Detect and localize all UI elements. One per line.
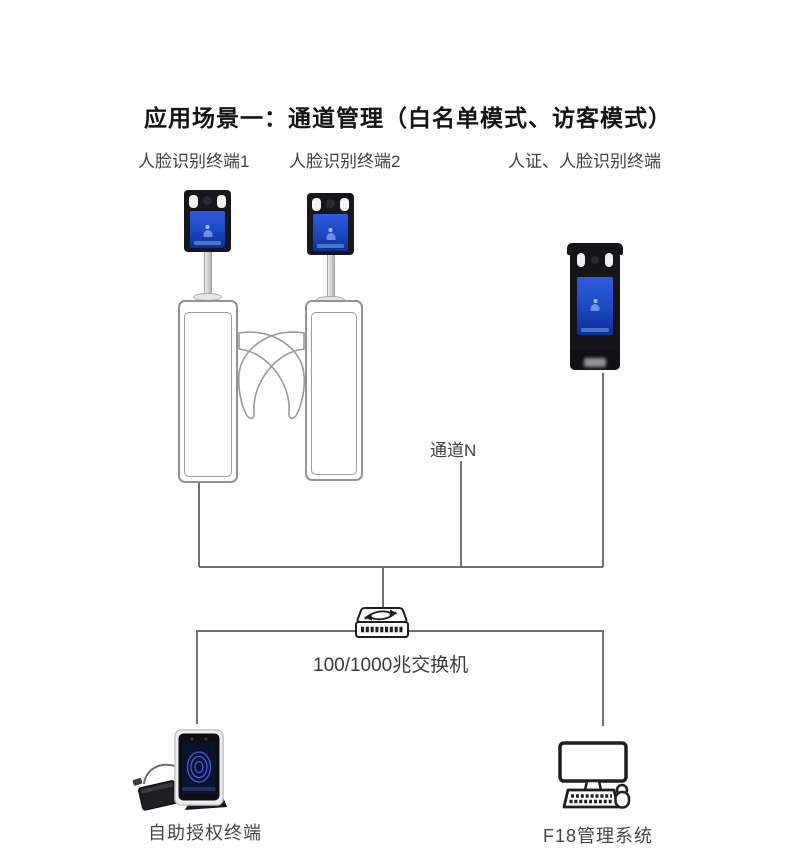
label-terminal1: 人脸识别终端1 xyxy=(138,152,250,171)
fingerprint-icon xyxy=(186,751,212,783)
network-switch-icon xyxy=(355,607,409,638)
cabinet-panel xyxy=(184,312,232,477)
self-service-terminal-device xyxy=(132,729,227,811)
ir-sensor-icon xyxy=(577,253,585,267)
id-face-terminal-device xyxy=(567,243,623,370)
person-silhouette-icon xyxy=(326,228,335,241)
camera-icon xyxy=(203,196,212,205)
mouse-icon xyxy=(614,790,631,809)
label-channel: 通道N xyxy=(430,441,477,460)
keyboard-icon xyxy=(562,788,620,809)
card-reader-icon xyxy=(138,780,180,811)
face-terminal-2-device xyxy=(307,193,354,305)
terminal-screen xyxy=(190,211,225,248)
terminal-screen xyxy=(577,277,613,335)
screen-status-bar xyxy=(182,787,216,791)
brand-logo xyxy=(584,358,606,367)
turnstile-left-cabinet xyxy=(178,300,238,483)
screen-status-bar xyxy=(317,244,344,248)
terminal-screen xyxy=(313,214,348,251)
person-silhouette-icon xyxy=(590,299,600,312)
ir-sensor-icon xyxy=(605,253,613,267)
camera-icon xyxy=(326,199,335,208)
camera-icon xyxy=(190,737,194,741)
ir-sensor-icon xyxy=(217,195,226,208)
card-reader-section xyxy=(570,350,620,370)
terminal-body xyxy=(184,190,231,252)
line-switch-to-management xyxy=(409,630,604,726)
label-id-face-terminal: 人证、人脸识别终端 xyxy=(508,152,661,171)
label-self-service: 自助授权终端 xyxy=(148,823,262,843)
turnstile-flap-wings-icon xyxy=(238,331,305,420)
page-title: 应用场景一：通道管理（白名单模式、访客模式） xyxy=(144,105,672,131)
mounting-pole xyxy=(327,255,335,298)
usb-plug-icon xyxy=(132,777,143,786)
camera-icon xyxy=(591,256,599,264)
turnstile-right-cabinet xyxy=(305,300,363,481)
management-computer-icon xyxy=(558,741,631,809)
label-management-system: F18管理系统 xyxy=(543,826,654,846)
face-terminal-1-device xyxy=(184,190,231,302)
terminal-body xyxy=(570,247,620,370)
keyboard-keys xyxy=(569,794,614,804)
ir-sensor-icon xyxy=(189,195,198,208)
monitor-icon xyxy=(558,741,628,783)
cabinet-panel xyxy=(311,312,357,475)
ir-sensor-icon xyxy=(340,198,349,211)
terminal-body xyxy=(307,193,354,255)
line-switch-to-self-service xyxy=(196,630,357,724)
ir-sensor-icon xyxy=(204,737,208,741)
label-switch: 100/1000兆交换机 xyxy=(313,655,469,676)
screen-status-bar xyxy=(581,328,609,332)
ir-sensor-icon xyxy=(312,198,321,211)
label-terminal2: 人脸识别终端2 xyxy=(289,152,401,171)
person-silhouette-icon xyxy=(203,225,212,238)
mounting-pole xyxy=(204,252,212,295)
screen-status-bar xyxy=(194,241,221,245)
